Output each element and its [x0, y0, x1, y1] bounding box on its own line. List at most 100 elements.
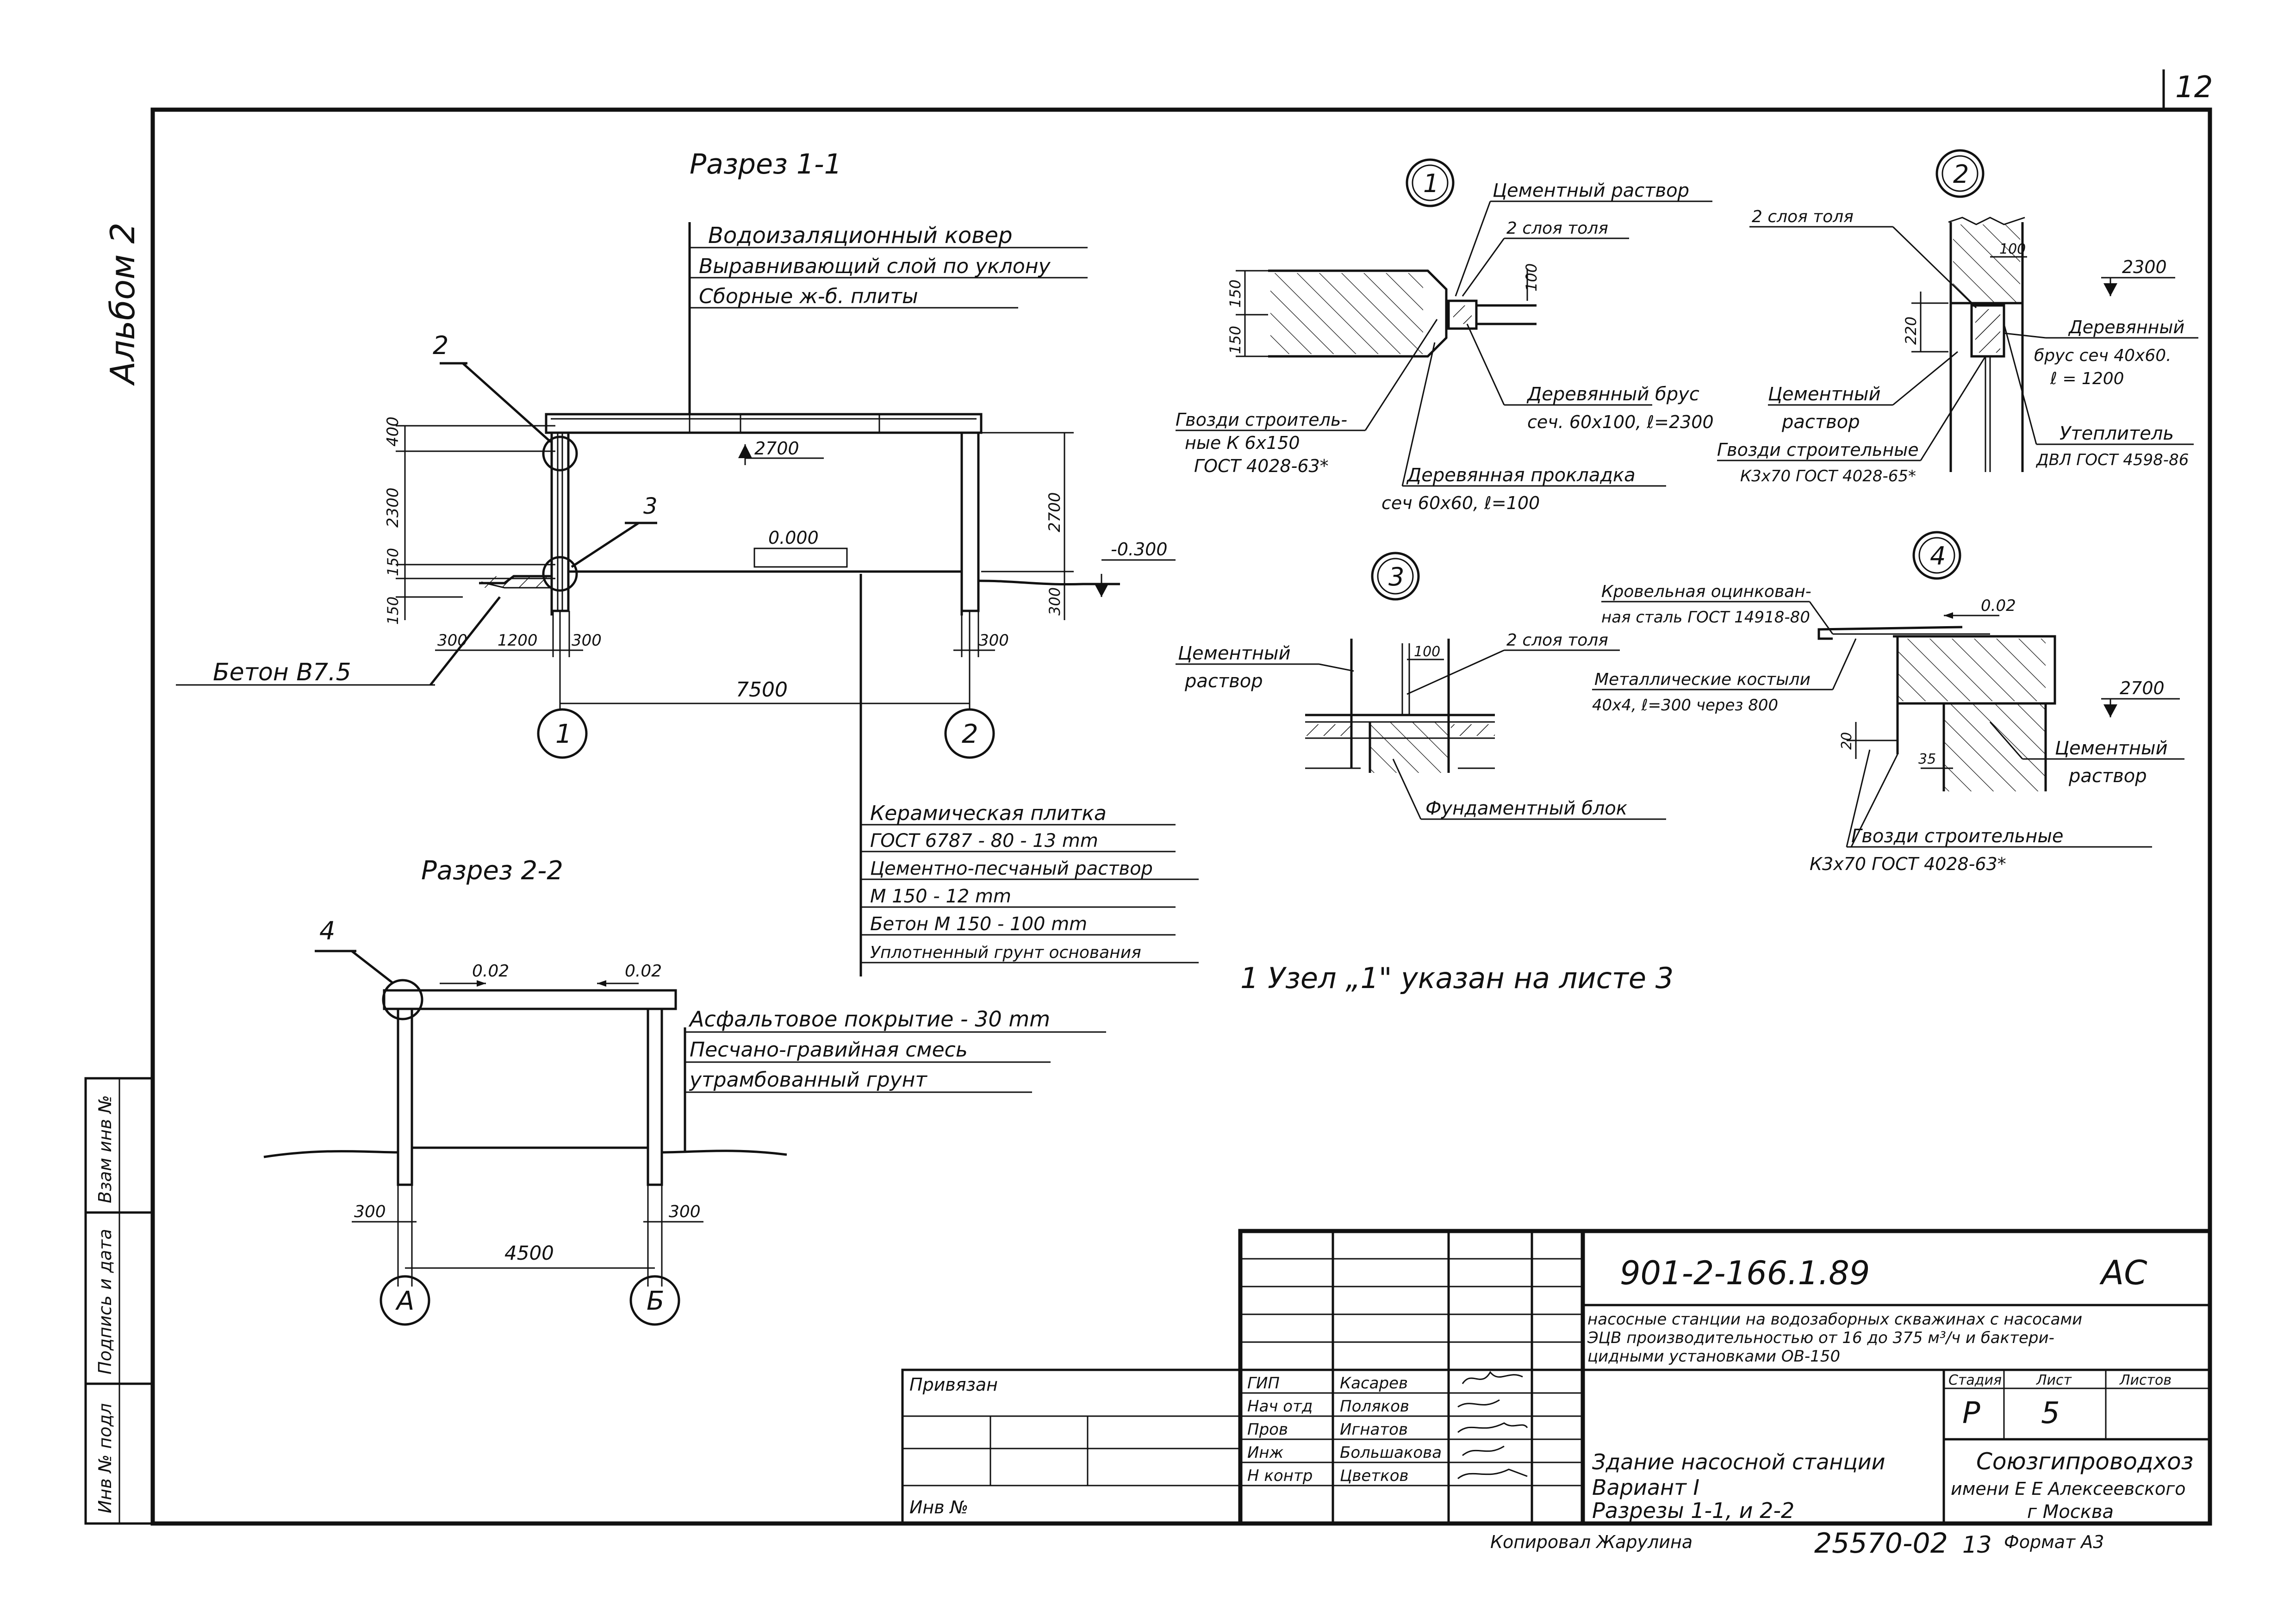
tb-archive-no: 25570-02 — [1814, 1527, 1948, 1560]
n1-label-mortar: Цементный раствор — [1493, 180, 1689, 201]
side-stamp-inv: Инв № подл — [95, 1403, 115, 1513]
n3-label-mortar-2: раствор — [1184, 671, 1263, 692]
n3-label-mortar-1: Цементный — [1178, 643, 1291, 664]
dim-150a: 150 — [384, 548, 402, 576]
n4-label-hooks-2: 40х4, ℓ=300 через 800 — [1592, 696, 1778, 715]
n1-label-tar: 2 слоя толя — [1506, 219, 1608, 238]
dim-300-l: 300 — [437, 631, 467, 650]
dim-7500: 7500 — [736, 678, 788, 702]
dim-400: 400 — [384, 417, 402, 447]
node-4-num: 4 — [1930, 541, 1946, 571]
album-label: Альбом 2 — [103, 223, 142, 386]
tb-copied: Копировал Жарулина — [1490, 1532, 1692, 1552]
s22-layer-1: Асфальтовое покрытие - 30 mm — [688, 1007, 1050, 1032]
n4-label-mortar-1: Цементный — [2055, 738, 2168, 759]
n2-elev: 2300 — [2122, 257, 2167, 277]
tb-code: 901-2-166.1.89 — [1620, 1254, 1870, 1292]
floor-layer-6: Уплотненный грунт основания — [870, 943, 1141, 962]
s22-layer-3: утрамбованный грунт — [689, 1068, 927, 1092]
tb-title-2: Вариант I — [1592, 1475, 1699, 1500]
tb-name-1: Касарев — [1340, 1374, 1408, 1393]
s22-dim-300-r: 300 — [669, 1202, 701, 1221]
tb-role-4: Инж — [1247, 1443, 1284, 1462]
tb-inv-no: Инв № — [909, 1497, 968, 1517]
note-node-1: 1 Узел „1" указан на листе 3 — [1240, 961, 1674, 995]
node-1: 1 150 150 100 Цементный раствор 2 слоя т… — [1176, 158, 1714, 513]
tb-project-3: цидными установками ОВ-150 — [1587, 1347, 1840, 1366]
tb-archive-sheet: 13 — [1962, 1531, 1992, 1558]
tb-project-2: ЭЦВ производительностью от 16 до 375 м³/… — [1587, 1329, 2054, 1347]
n2-label-mortar-2: раствор — [1781, 411, 1860, 433]
node-3: 3 100 Цементный раствор 2 слоя толя Фунд… — [1176, 552, 1666, 820]
dim-300-r: 300 — [979, 631, 1009, 650]
n3-dim-100: 100 — [1414, 644, 1440, 660]
n2-label-insul-1: Утеплитель — [2060, 423, 2174, 444]
axis-b: Б — [647, 1286, 664, 1316]
n1-label-beam: Деревянный брус — [1526, 384, 1699, 405]
tb-format: Формат А3 — [2004, 1532, 2104, 1552]
tb-privyazan: Привязан — [909, 1374, 998, 1395]
dim-300-m: 300 — [572, 631, 602, 650]
tb-sheet-hdr: Лист — [2036, 1372, 2072, 1388]
node-2-num: 2 — [1953, 160, 1969, 189]
callout-2: 2 — [433, 331, 448, 360]
roof-layer-2: Выравнивающий слой по уклону — [699, 255, 1051, 278]
n2-dim-220: 220 — [1902, 317, 1920, 345]
n2-label-wood: Деревянный — [2068, 317, 2184, 337]
tb-org-2: имени Е Е Алексеевского — [1951, 1479, 2186, 1499]
page-number: 12 — [2175, 70, 2213, 105]
side-stamp-sign: Подпись и дата — [95, 1229, 115, 1374]
n1-label-nails-1: Гвозди строитель- — [1176, 410, 1347, 430]
n2-label-mortar-1: Цементный — [1768, 384, 1881, 405]
node-4: 4 0.02 2700 20 35 Кровельная оцинкован- … — [1592, 531, 2184, 874]
side-stamp — [84, 1077, 154, 1525]
section-1-1-title: Разрез 1-1 — [690, 148, 842, 180]
dim-2700-h: 2700 — [1045, 492, 1064, 532]
tb-name-2: Поляков — [1340, 1397, 1409, 1416]
section-2-2: Разрез 2-2 0.02 0.02 4 Асфальтовое покры… — [263, 856, 1106, 1326]
callout-3: 3 — [643, 493, 658, 519]
n2-label-nails-1: Гвозди строительные — [1717, 440, 1919, 460]
signatures — [1457, 1371, 1528, 1480]
n4-label-nails-2: К3х70 ГОСТ 4028-63* — [1810, 854, 2006, 874]
n4-label-mortar-2: раствор — [2068, 765, 2147, 787]
s22-dim-300-l: 300 — [354, 1202, 386, 1221]
tb-stage: Р — [1962, 1396, 1980, 1430]
n1-label-beam-size: сеч. 60х100, ℓ=2300 — [1527, 412, 1714, 432]
tb-mark: АС — [2099, 1253, 2147, 1292]
section-1-1: Разрез 1-1 Водоизаляционный ковер Выравн… — [176, 148, 1199, 976]
tb-role-5: Н контр — [1247, 1467, 1313, 1485]
n4-elev: 2700 — [2120, 678, 2165, 698]
axis-1: 1 — [555, 719, 572, 749]
floor-layer-3: Цементно-песчаный раствор — [870, 858, 1153, 879]
tb-org-1: Союзгипроводхоз — [1976, 1448, 2193, 1475]
s22-dim-4500: 4500 — [504, 1242, 554, 1264]
n4-label-hooks-1: Металлические костыли — [1594, 670, 1811, 689]
roof-layer-3: Сборные ж-б. плиты — [699, 285, 918, 308]
floor-layer-5: Бетон М 150 - 100 mm — [870, 914, 1087, 935]
dim-150b: 150 — [384, 597, 402, 625]
axis-2: 2 — [962, 719, 978, 749]
title-block — [901, 1229, 2212, 1526]
n1-dim-150b: 150 — [1226, 326, 1244, 354]
n2-label-nails-2: К3х70 ГОСТ 4028-65* — [1740, 467, 1916, 485]
tb-name-3: Игнатов — [1340, 1420, 1408, 1439]
slope-left: 0.02 — [472, 962, 509, 981]
n4-dim-20: 20 — [1839, 732, 1855, 750]
n4-label-steel-1: Кровельная оцинкован- — [1601, 582, 1811, 601]
tb-role-2: Нач отд — [1247, 1397, 1313, 1416]
n1-label-pad-size: сеч 60х60, ℓ=100 — [1381, 493, 1540, 513]
node-3-num: 3 — [1388, 562, 1404, 591]
floor-layer-4: М 150 - 12 mm — [870, 886, 1011, 907]
n2-dim-100: 100 — [1999, 241, 2026, 257]
slope-right: 0.02 — [625, 962, 662, 981]
n1-dim-100: 100 — [1523, 263, 1540, 292]
dim-2300: 2300 — [384, 487, 402, 528]
n4-slope: 0.02 — [1981, 597, 2016, 615]
n2-label-wood-len: ℓ = 1200 — [2050, 369, 2124, 388]
n1-label-nails-2: ные К 6х150 — [1185, 433, 1300, 453]
tb-sheets-hdr: Листов — [2119, 1372, 2172, 1388]
roof-layer-1: Водоизаляционный ковер — [708, 223, 1013, 249]
concrete-label: Бетон В7.5 — [213, 659, 351, 686]
